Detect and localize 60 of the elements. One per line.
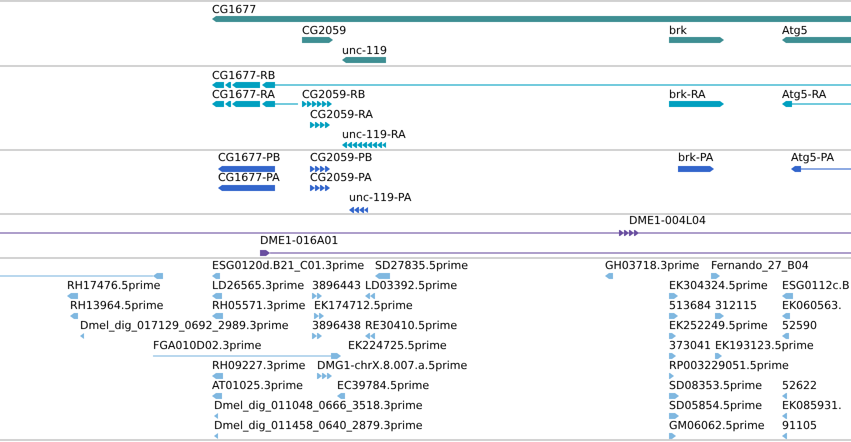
- feature-label: DME1-016A01: [260, 234, 338, 247]
- feature-label: unc-119: [342, 44, 387, 57]
- feature-label: FGA010D02.3prime: [153, 339, 262, 352]
- feature-label: Atg5-PA: [791, 151, 834, 164]
- feature-label: Atg5-RA: [782, 88, 826, 101]
- feature-label: 3896438: [312, 319, 361, 332]
- feature-label: DME1-004L04: [629, 214, 706, 227]
- feature-label: ESG0120d.B21_C01.3prime: [212, 259, 364, 272]
- feature-glyph: [0, 273, 163, 279]
- feature-label: SD05854.5prime: [669, 399, 762, 412]
- feature-label: SD08353.5prime: [669, 379, 762, 392]
- feature-label: Atg5: [782, 24, 808, 37]
- feature-label: CG2059-RA: [310, 108, 373, 121]
- feature-label: DMG1-chrX.8.007.a.5prime: [317, 359, 468, 372]
- feature-label: 312115: [715, 299, 757, 312]
- feature-label: EK060563.: [782, 299, 842, 312]
- feature-label: LD26565.3prime: [212, 279, 304, 292]
- feature-label: CG2059-PA: [310, 171, 372, 184]
- feature-label: CG1677-RA: [212, 88, 275, 101]
- feature-label: RH05571.3prime: [212, 299, 306, 312]
- feature-label: RH13964.5prime: [70, 299, 164, 312]
- feature-label: CG2059: [302, 24, 346, 37]
- feature-label: EK193123.5prime: [715, 339, 814, 352]
- feature-label: 52590: [782, 319, 817, 332]
- feature-label: CG1677: [212, 3, 256, 16]
- feature-label: GM06062.5prime: [669, 419, 765, 432]
- feature-label: ESG0112c.B: [782, 279, 850, 292]
- feature-label: RP003229051.5prime: [669, 359, 789, 372]
- feature-label: EK252249.5prime: [669, 319, 768, 332]
- feature-label: EK174712.5prime: [314, 299, 413, 312]
- feature-label: brk: [669, 24, 687, 37]
- feature-label: AT01025.3prime: [212, 379, 303, 392]
- feature-label: 91105: [782, 419, 817, 432]
- feature-label: GH03718.3prime: [605, 259, 700, 272]
- feature-label: 3896443: [312, 279, 361, 292]
- feature-label: LD03392.5prime: [365, 279, 458, 292]
- feature-label: Fernando_27_B04: [711, 259, 809, 272]
- feature-label: unc-119-RA: [342, 128, 406, 141]
- feature-label: RH17476.5prime: [67, 279, 160, 292]
- feature-label: CG2059-RB: [302, 88, 366, 101]
- feature-label: Dmel_dig_017129_0692_2989.3prime: [80, 319, 289, 332]
- feature-label: EK224725.5prime: [348, 339, 447, 352]
- feature-label: RH09227.3prime: [212, 359, 306, 372]
- feature-label: CG1677-RB: [212, 69, 276, 82]
- feature-label: CG1677-PA: [218, 171, 280, 184]
- feature-label: EK085931.: [782, 399, 842, 412]
- feature-label: brk-RA: [669, 88, 706, 101]
- feature-label: RE30410.5prime: [365, 319, 458, 332]
- feature-label: EK304324.5prime: [669, 279, 768, 292]
- feature-label: Dmel_dig_011048_0666_3518.3prime: [214, 399, 423, 412]
- feature-label: 373041: [669, 339, 711, 352]
- feature-label: CG2059-PB: [310, 151, 372, 164]
- feature-label: Dmel_dig_011458_0640_2879.3prime: [214, 419, 423, 432]
- feature-label: 52622: [782, 379, 817, 392]
- feature-label: unc-119-PA: [349, 191, 412, 204]
- feature-label: 513684: [669, 299, 711, 312]
- feature-label: brk-PA: [678, 151, 714, 164]
- feature-label: EC39784.5prime: [337, 379, 430, 392]
- feature-label: CG1677-PB: [218, 151, 280, 164]
- feature-label: SD27835.5prime: [375, 259, 468, 272]
